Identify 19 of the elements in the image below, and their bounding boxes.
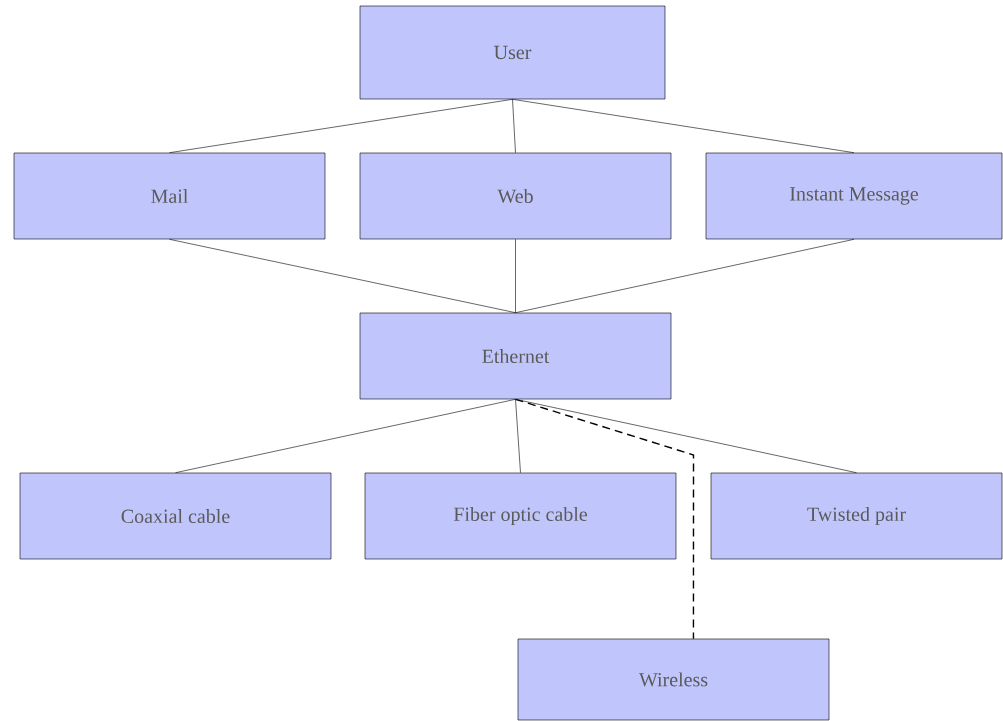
connector-line [175,399,516,473]
process-box: Fiber optic cable [364,472,677,560]
connector-line [169,99,513,153]
process-box: Coaxial cable [19,472,332,560]
process-box: Ethernet [359,312,672,400]
process-box: Wireless [517,638,830,721]
connector-line [169,239,516,313]
connector-line [512,99,516,153]
process-box: Twisted pair [710,472,1003,560]
process-box: Mail [13,152,326,240]
process-box: Web [359,152,672,240]
connector-line [515,399,857,473]
connector-line [515,239,855,313]
connector-line [514,398,695,640]
process-box: User [359,5,666,100]
connector-line [515,399,521,473]
connector-line [512,99,855,153]
connector-line [515,239,516,313]
process-box: Instant Message [705,152,1003,240]
